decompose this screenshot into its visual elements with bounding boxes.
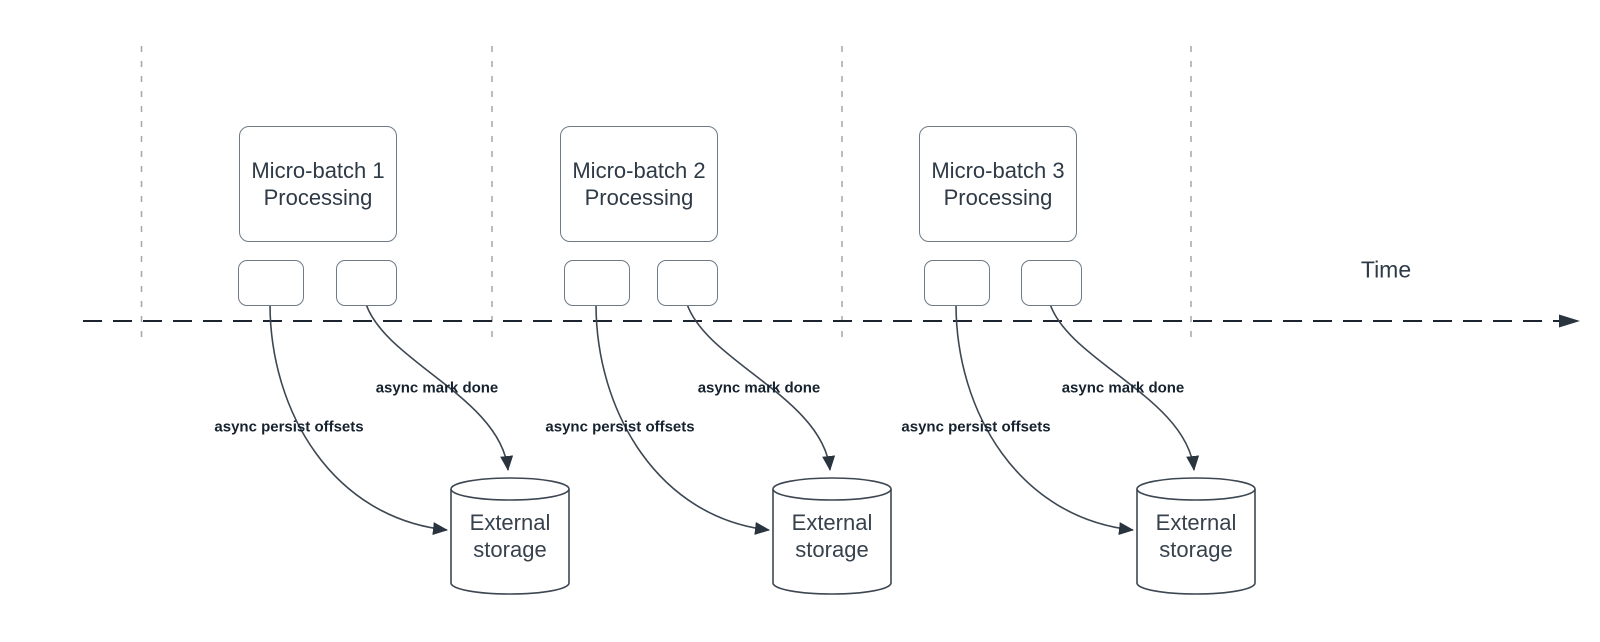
persist-task-box-2 (564, 260, 630, 306)
storage-cylinder-body-2 (772, 489, 892, 595)
mark-done-arrow-1 (365, 303, 514, 471)
storage-cylinder-body-3 (1136, 489, 1256, 595)
time-axis-label: Time (1360, 256, 1412, 283)
micro-batch-3-label-line1: Micro-batch 3 (931, 158, 1065, 183)
storage-cylinder-top-2 (772, 477, 892, 501)
micro-batch-1-label-line2: Processing (263, 185, 373, 210)
storage-cylinder-top-3 (1136, 477, 1256, 501)
persist-offsets-arrow-3 (955, 303, 1134, 535)
persist-task-box-1 (238, 260, 304, 306)
mark-done-arrow-2 (686, 303, 836, 471)
mark-done-label-1: async mark done (375, 379, 499, 397)
storage-cylinder-top-1 (450, 477, 570, 501)
external-storage-label-3: External storage (1126, 509, 1266, 563)
external-storage-3-line2: storage (1159, 537, 1233, 562)
external-storage-1-line2: storage (473, 537, 547, 562)
mark-done-task-box-3 (1021, 260, 1082, 306)
micro-batch-2-label-line1: Micro-batch 2 (572, 158, 706, 183)
external-storage-2-line1: External (791, 510, 873, 535)
persist-offsets-arrow-2 (595, 303, 770, 535)
storage-cylinder-body-1 (450, 489, 570, 595)
persist-offsets-label-3: async persist offsets (901, 418, 1051, 436)
persist-offsets-label-2: async persist offsets (545, 418, 695, 436)
micro-batch-2-box: Micro-batch 2 Processing (560, 126, 718, 242)
external-storage-label-1: External storage (440, 509, 580, 563)
external-storage-label-2: External storage (762, 509, 902, 563)
mark-done-arrow-3 (1049, 303, 1200, 471)
external-storage-3-line1: External (1155, 510, 1237, 535)
persist-offsets-arrow-1 (269, 303, 448, 535)
mark-done-label-3: async mark done (1061, 379, 1185, 397)
external-storage-1-line1: External (469, 510, 551, 535)
micro-batch-1-label-line1: Micro-batch 1 (251, 158, 385, 183)
mark-done-task-box-1 (336, 260, 397, 306)
time-axis-arrowhead-icon (1559, 314, 1580, 328)
mark-done-task-box-2 (657, 260, 718, 306)
micro-batch-2-label-line2: Processing (584, 185, 694, 210)
persist-offsets-label-1: async persist offsets (214, 418, 364, 436)
micro-batch-3-label-line2: Processing (943, 185, 1053, 210)
micro-batch-3-box: Micro-batch 3 Processing (919, 126, 1077, 242)
persist-task-box-3 (924, 260, 990, 306)
external-storage-2-line2: storage (795, 537, 869, 562)
micro-batch-1-box: Micro-batch 1 Processing (239, 126, 397, 242)
mark-done-label-2: async mark done (697, 379, 821, 397)
